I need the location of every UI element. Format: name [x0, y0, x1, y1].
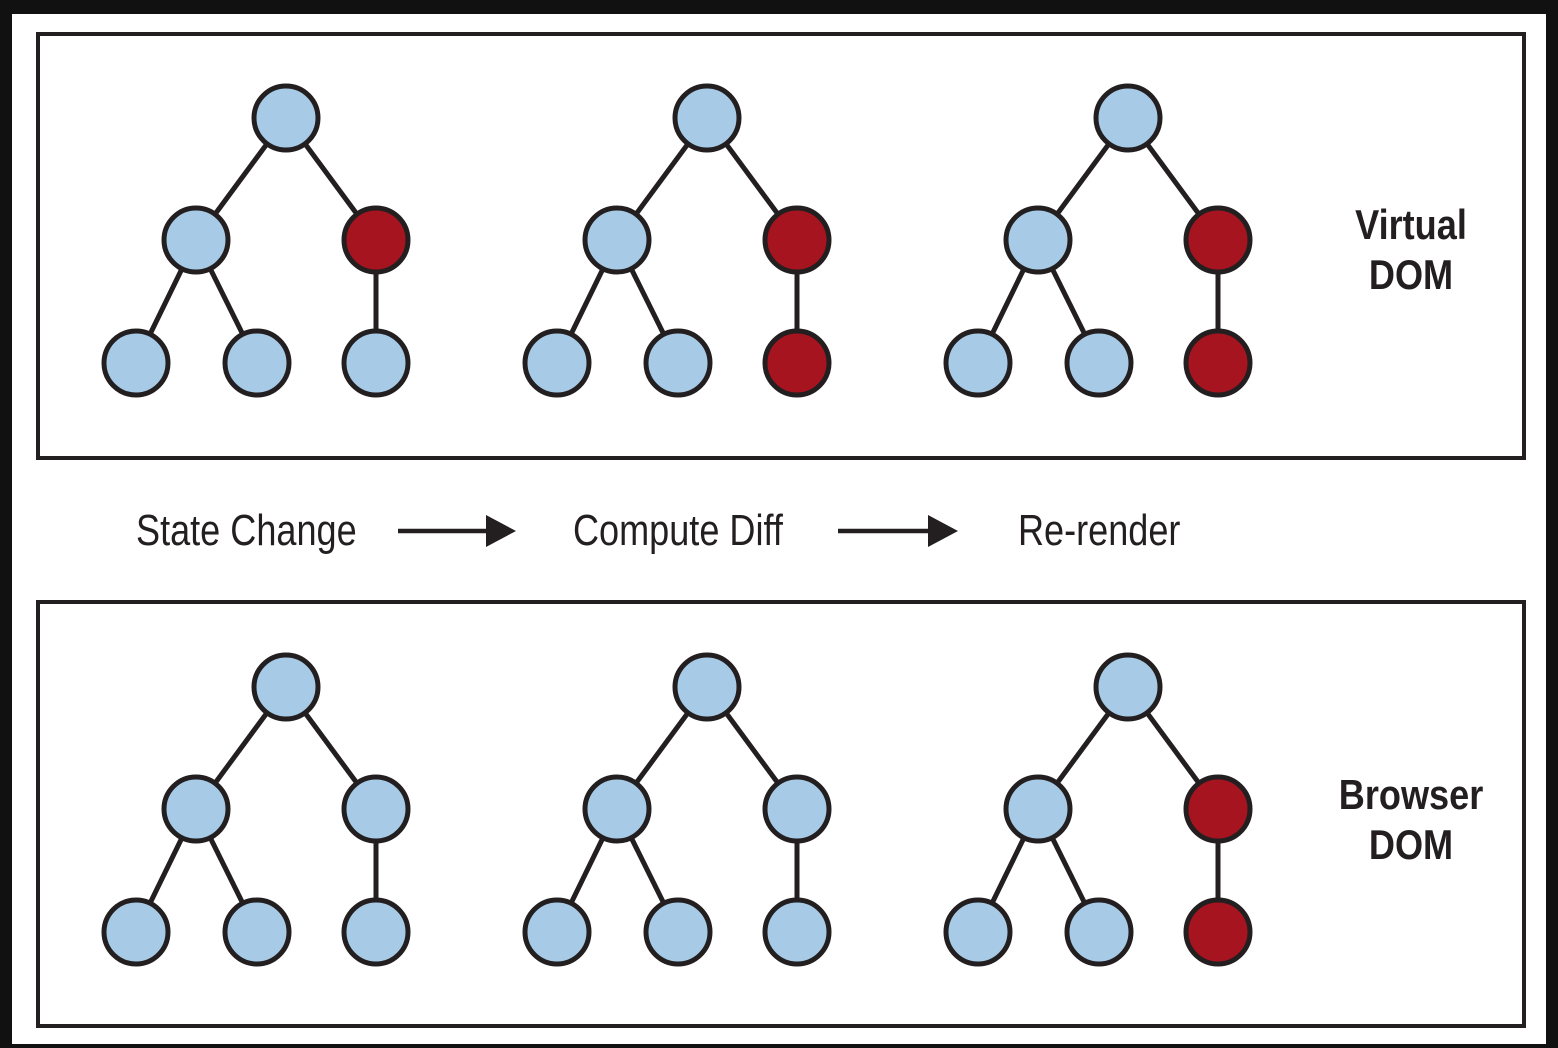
- tree-node: [672, 652, 742, 722]
- changed-node: [762, 205, 832, 275]
- browser-dom-label-line1: Browser: [1338, 771, 1484, 818]
- tree-node: [341, 897, 411, 967]
- changed-node: [341, 205, 411, 275]
- tree-node: [341, 328, 411, 398]
- tree-node: [341, 774, 411, 844]
- virtual-dom-label-line2: DOM: [1368, 251, 1454, 298]
- changed-node: [1183, 774, 1253, 844]
- tree-node: [522, 328, 592, 398]
- changed-node: [1183, 897, 1253, 967]
- tree-node: [161, 774, 231, 844]
- tree-node: [582, 774, 652, 844]
- tree-node: [762, 774, 832, 844]
- tree-node: [943, 328, 1013, 398]
- tree-node: [251, 83, 321, 153]
- tree-node: [672, 83, 742, 153]
- virtual-tree-2: [522, 83, 832, 398]
- browser-dom-label: Browser DOM: [1325, 770, 1497, 870]
- browser-tree-3: [943, 652, 1253, 967]
- tree-node: [161, 205, 231, 275]
- virtual-dom-label: Virtual DOM: [1325, 200, 1497, 300]
- tree-node: [251, 652, 321, 722]
- tree-node: [943, 897, 1013, 967]
- step-re-render: Re-render: [1018, 506, 1181, 555]
- tree-node: [1093, 652, 1163, 722]
- tree-node: [1093, 83, 1163, 153]
- tree-node: [522, 897, 592, 967]
- browser-tree-2: [522, 652, 832, 967]
- tree-node: [643, 897, 713, 967]
- browser-tree-1: [101, 652, 411, 967]
- changed-node: [1183, 328, 1253, 398]
- flow-arrow-2: [838, 515, 958, 547]
- step-state-change: State Change: [136, 506, 357, 555]
- changed-node: [1183, 205, 1253, 275]
- changed-node: [762, 328, 832, 398]
- virtual-tree-1: [101, 83, 411, 398]
- flow-arrow-1: [398, 515, 516, 547]
- tree-node: [1064, 328, 1134, 398]
- virtual-dom-label-line1: Virtual: [1355, 201, 1467, 248]
- tree-node: [1003, 205, 1073, 275]
- tree-node: [101, 328, 171, 398]
- tree-node: [643, 328, 713, 398]
- tree-node: [222, 897, 292, 967]
- tree-node: [1003, 774, 1073, 844]
- step-compute-diff: Compute Diff: [573, 506, 783, 555]
- tree-node: [101, 897, 171, 967]
- tree-node: [762, 897, 832, 967]
- tree-node: [1064, 897, 1134, 967]
- browser-dom-label-line2: DOM: [1368, 821, 1454, 868]
- virtual-tree-3: [943, 83, 1253, 398]
- tree-node: [582, 205, 652, 275]
- tree-node: [222, 328, 292, 398]
